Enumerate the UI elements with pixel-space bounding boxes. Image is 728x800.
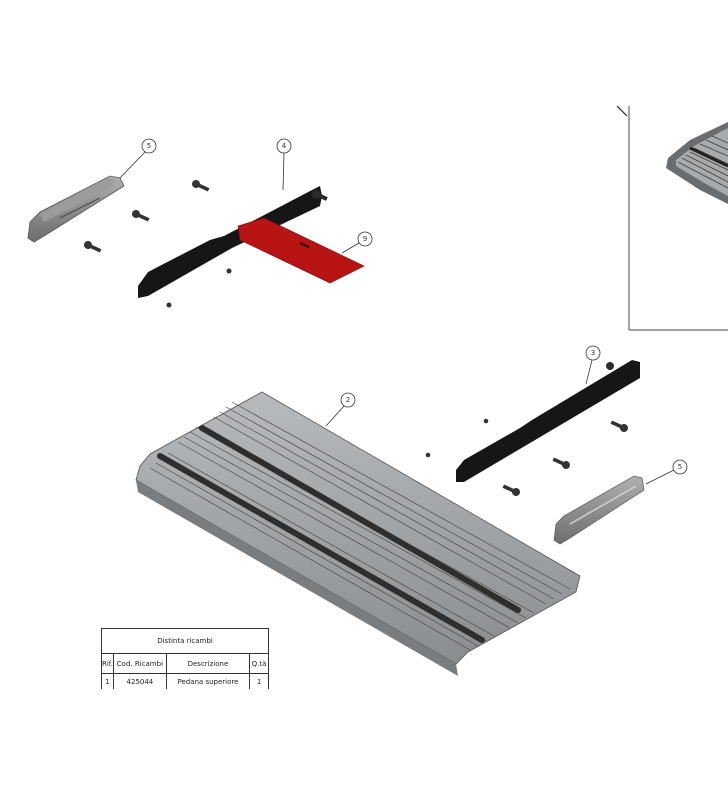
screws-right [425, 418, 628, 496]
bom-cell-description: Pedana superiore [165, 673, 251, 689]
balloon-4: 4 [276, 138, 292, 154]
svg-text:3: 3 [591, 349, 595, 357]
table-row: 1 425044 Pedana superiore 1 [101, 673, 269, 689]
bom-cell-ref: 1 [101, 673, 114, 689]
bom-header-code: Cod. Ricambi [113, 653, 167, 674]
bom-header-ref: Rif. [101, 653, 114, 674]
bom-header-description: Descrizione [165, 653, 251, 674]
balloon-2: 2 [340, 392, 356, 408]
leader-lines [119, 151, 675, 485]
bom-header-qty: Q.tà [249, 653, 269, 674]
bracket-right [456, 360, 640, 482]
svg-text:5: 5 [147, 142, 151, 150]
svg-text:5: 5 [678, 463, 682, 471]
detail-view-frame [616, 105, 728, 331]
bom-cell-code: 425044 [113, 673, 167, 689]
balloon-5-left: 5 [141, 138, 157, 154]
bracket-top [138, 186, 328, 298]
balloon-3: 3 [585, 345, 601, 361]
svg-text:9: 9 [363, 235, 367, 243]
bom-cell-qty: 1 [249, 673, 269, 689]
bom-table-container: Distinta ricambi Rif. Cod. Ricambi Descr… [100, 627, 271, 693]
balloon-9: 9 [357, 231, 373, 247]
bom-table: Distinta ricambi Rif. Cod. Ricambi Descr… [101, 628, 269, 689]
end-cap-left [27, 175, 125, 243]
red-plate [237, 217, 365, 284]
screws-left [84, 180, 232, 308]
end-cap-right [553, 475, 645, 545]
balloon-5-right: 5 [672, 459, 688, 475]
bom-title: Distinta ricambi [101, 628, 269, 654]
step-profile [135, 391, 581, 676]
svg-text:2: 2 [346, 396, 350, 404]
svg-text:4: 4 [282, 142, 287, 150]
